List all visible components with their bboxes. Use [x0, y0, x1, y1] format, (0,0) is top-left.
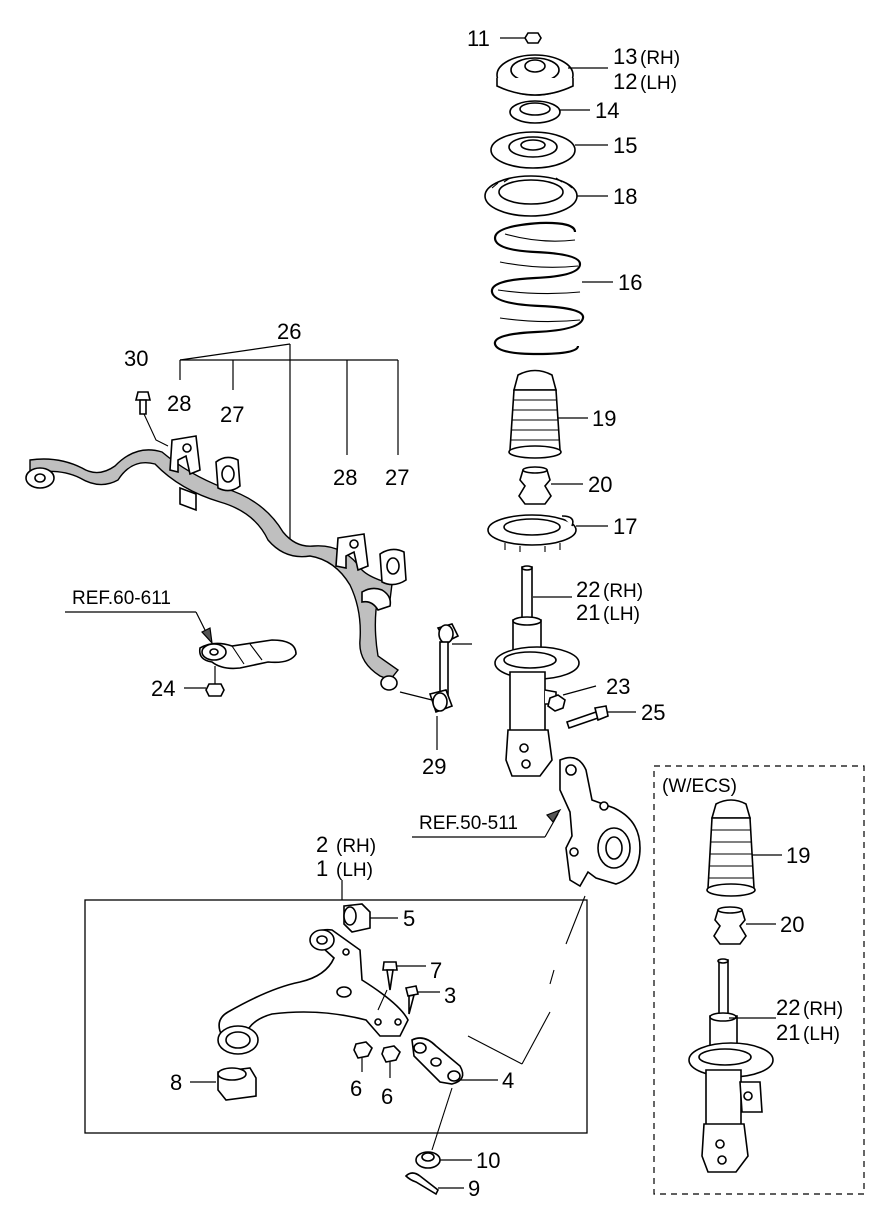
label-part-1: 1 — [316, 856, 328, 881]
ecs-part-21-22-strut-assembly — [688, 958, 776, 1173]
ecs-label-part-19: 19 — [786, 843, 810, 868]
part-26-bracket-leaders — [179, 343, 399, 550]
label-part-2-side: (RH) — [336, 836, 376, 857]
label-part-12: 12 — [613, 69, 637, 94]
part-9-cotter-pin — [404, 1172, 464, 1196]
lower-control-arm — [217, 928, 409, 1055]
label-part-27-left: 27 — [220, 402, 244, 427]
label-part-13-side: (RH) — [640, 48, 680, 69]
label-part-20: 20 — [588, 472, 612, 497]
label-part-9: 9 — [468, 1176, 480, 1201]
part-28-bracket-left — [169, 435, 201, 476]
label-part-8: 8 — [170, 1070, 182, 1095]
ref-50-511-label: REF.50-511 — [419, 813, 518, 834]
ref-50-511-leader — [412, 808, 562, 838]
part-8-bushing — [190, 1067, 257, 1101]
label-part-15: 15 — [613, 133, 637, 158]
label-part-23: 23 — [606, 674, 630, 699]
part-27-bushing-left — [215, 456, 241, 492]
ecs-label-part-21: 21 — [776, 1020, 800, 1045]
label-part-17: 17 — [613, 514, 637, 539]
label-part-2: 2 — [316, 832, 328, 857]
label-part-29: 29 — [422, 754, 446, 779]
part-5-bushing — [343, 903, 398, 933]
label-part-12-side: (LH) — [640, 73, 677, 94]
part-7-bolt — [377, 961, 426, 1011]
label-part-22-side: (RH) — [603, 581, 643, 602]
label-part-22: 22 — [576, 577, 600, 602]
part-17-spring-lower-pad — [487, 514, 608, 552]
label-part-27-right: 27 — [385, 465, 409, 490]
part-10-castle-nut — [415, 1087, 472, 1169]
subframe-bracket — [198, 639, 297, 670]
ecs-label-part-22: 22 — [776, 995, 800, 1020]
label-part-3: 3 — [444, 983, 456, 1008]
ecs-part-19-dust-cover — [706, 799, 782, 897]
label-part-4: 4 — [502, 1068, 514, 1093]
part-3-bolt — [405, 985, 440, 1015]
part-19-dust-cover — [508, 369, 588, 459]
ecs-part-20-bump-stopper — [713, 906, 776, 945]
part-6-nut-right — [381, 1045, 401, 1078]
label-part-1-side: (LH) — [336, 860, 373, 881]
part-15-spring-upper-seat — [490, 131, 608, 169]
part-14-bearing — [509, 100, 590, 124]
ref-60-611-label: REF.60-611 — [72, 588, 171, 609]
ecs-variant-box — [653, 765, 865, 1195]
label-part-6-right: 6 — [381, 1084, 393, 1109]
part-6-nut-left — [353, 1041, 373, 1072]
part-25-bolt — [565, 705, 636, 730]
label-part-10: 10 — [476, 1148, 500, 1173]
label-part-16: 16 — [618, 270, 642, 295]
label-part-28-right: 28 — [333, 465, 357, 490]
ref-60-611-leader — [65, 611, 213, 645]
part-11-nut — [500, 32, 542, 44]
part-27-bushing-right — [379, 548, 407, 586]
part-18-spring-pad — [484, 175, 608, 217]
part-29-stabilizer-link — [399, 623, 472, 750]
label-part-25: 25 — [641, 700, 665, 725]
label-part-26: 26 — [277, 319, 301, 344]
label-part-21: 21 — [576, 600, 600, 625]
part-28-bracket-right — [335, 533, 369, 572]
part-12-13-strut-mount — [496, 54, 608, 96]
label-part-21-side: (LH) — [603, 604, 640, 625]
label-part-14: 14 — [595, 98, 619, 123]
steering-knuckle — [559, 756, 641, 888]
ecs-box-title: (W/ECS) — [662, 776, 737, 797]
label-part-28-left: 28 — [167, 391, 191, 416]
label-part-30: 30 — [124, 346, 148, 371]
part-30-bolt — [134, 391, 169, 447]
label-part-18: 18 — [613, 184, 637, 209]
label-part-19: 19 — [592, 406, 616, 431]
part-4-ball-joint — [411, 1037, 498, 1085]
part-24-nut — [184, 666, 225, 697]
label-part-5: 5 — [403, 906, 415, 931]
label-part-13: 13 — [613, 44, 637, 69]
label-part-6-left: 6 — [350, 1076, 362, 1101]
part-26-stabilizer-bar — [25, 449, 400, 691]
part-23-nut — [547, 685, 597, 712]
part-20-bump-stopper — [518, 466, 583, 505]
ecs-label-part-21-side: (LH) — [803, 1024, 840, 1045]
ecs-label-part-20: 20 — [780, 912, 804, 937]
part-16-coil-spring — [490, 221, 613, 356]
ball-joint-guide-lines — [467, 895, 586, 1065]
label-part-24: 24 — [151, 676, 175, 701]
part-21-22-strut-assembly — [494, 565, 580, 777]
label-part-11: 11 — [467, 26, 490, 51]
label-part-7: 7 — [430, 958, 442, 983]
ecs-label-part-22-side: (RH) — [803, 999, 843, 1020]
lower-arm-group-box — [84, 899, 588, 1134]
